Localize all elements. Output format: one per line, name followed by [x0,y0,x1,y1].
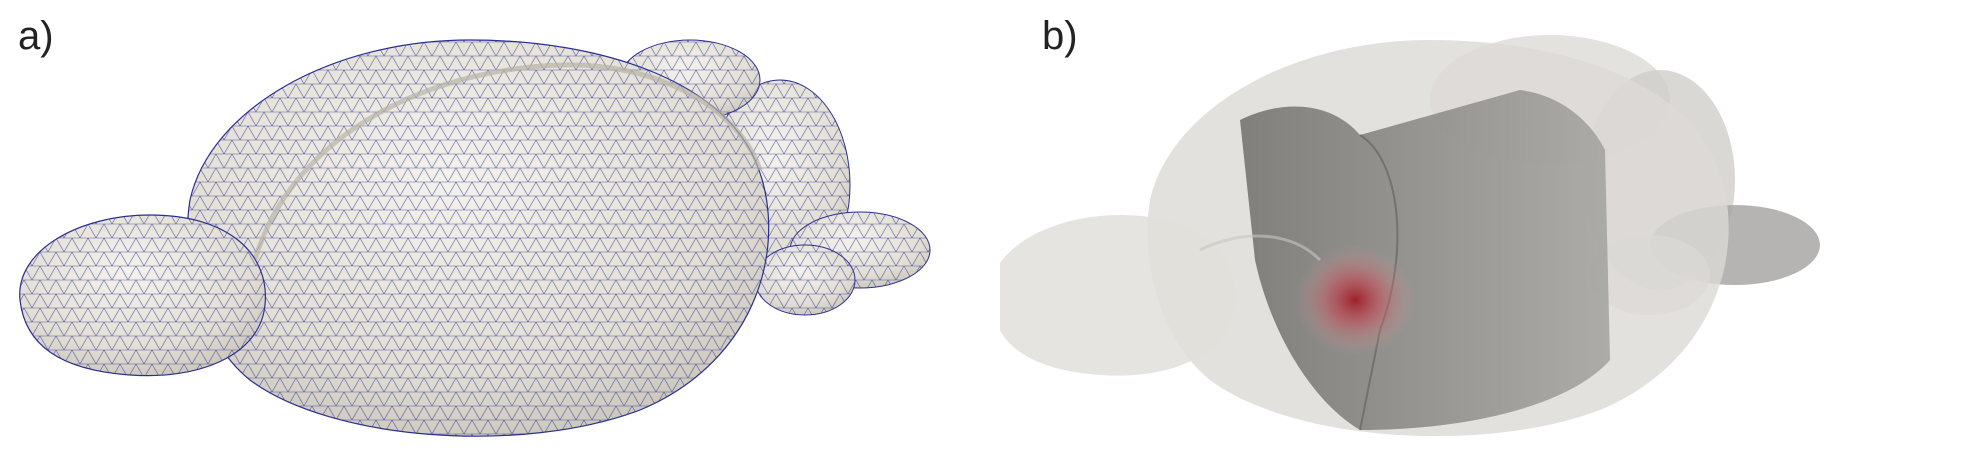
translucent-brain-icon [1000,35,1820,437]
panel-b: b) [1000,0,1975,473]
mesh-brain-icon [19,39,931,437]
panel-a-label: a) [18,14,54,58]
panel-a: a) [18,14,931,437]
panel-b-label: b) [1042,14,1078,58]
